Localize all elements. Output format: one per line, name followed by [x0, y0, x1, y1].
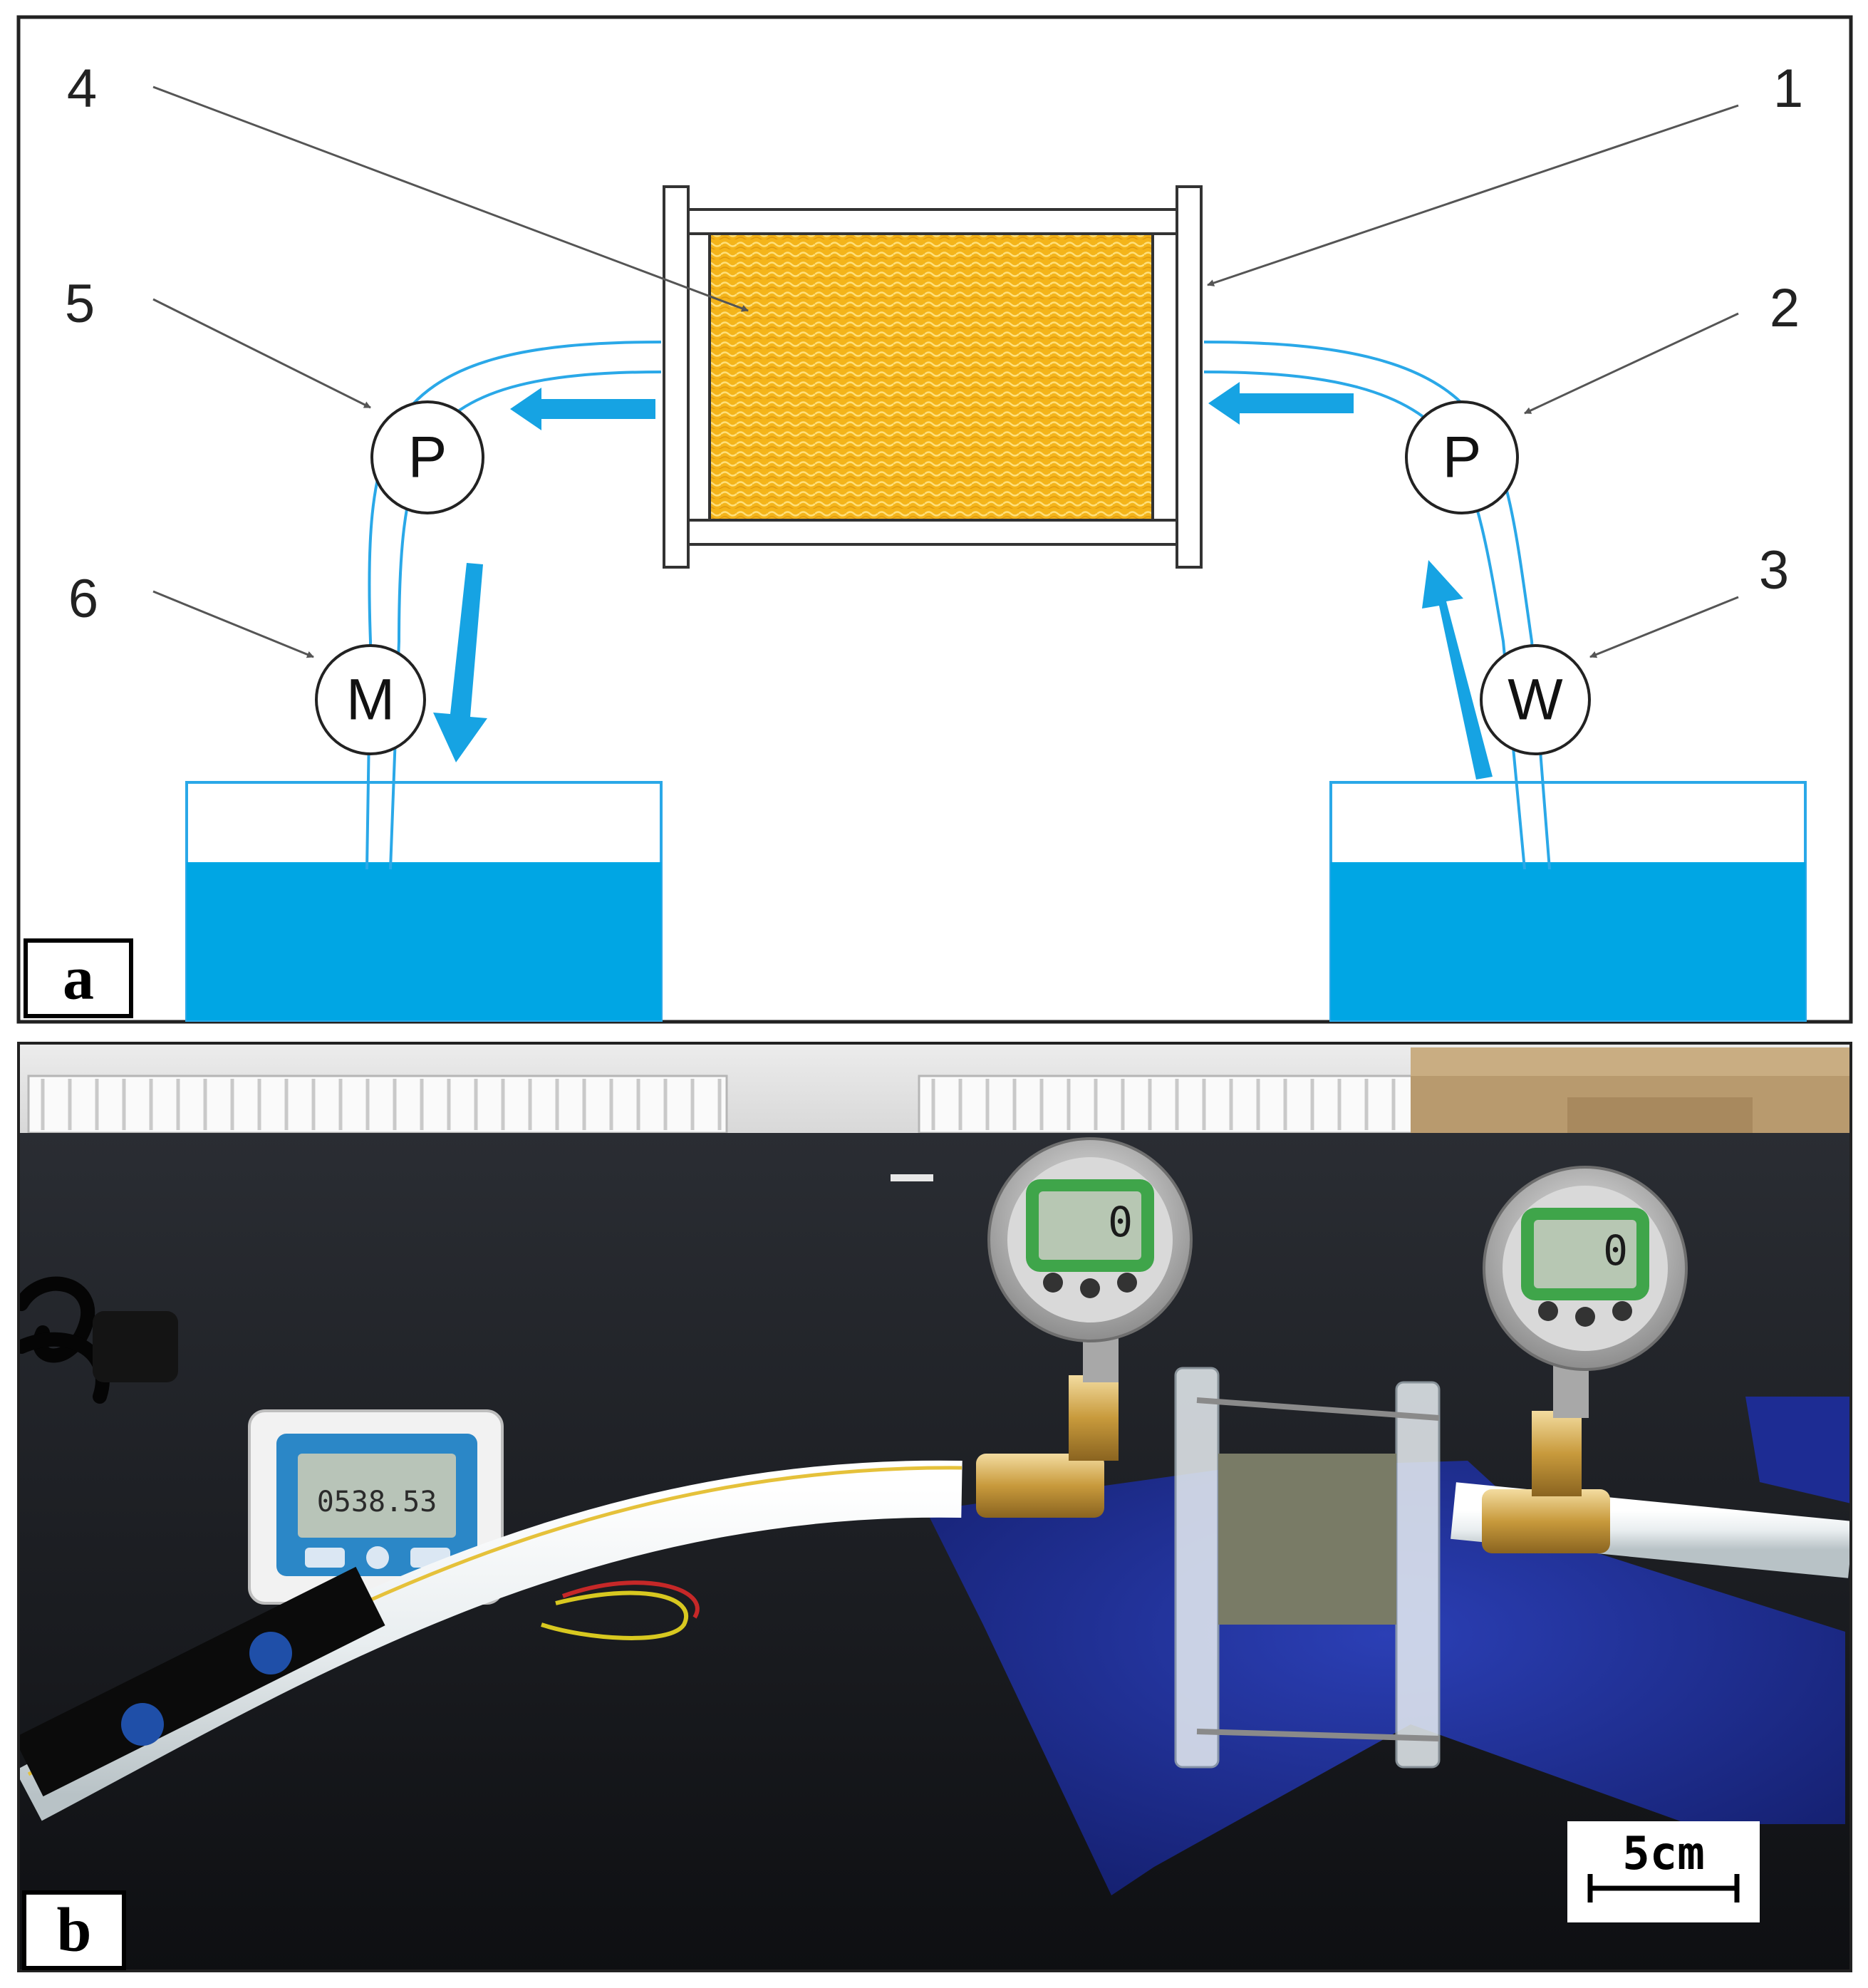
radiator-right-fins — [931, 1079, 1396, 1130]
top-rod — [687, 208, 1178, 235]
callout-4: 4 — [67, 58, 97, 119]
callout-line-4 — [152, 86, 749, 312]
bottom-rod — [687, 519, 1178, 546]
gauge-left-reading: 0 — [1108, 1198, 1133, 1246]
brass-tee-left — [976, 1454, 1104, 1518]
ultrasonic-flowmeter: 0538.53 — [248, 1409, 504, 1605]
gauge-right-reading: 0 — [1603, 1226, 1628, 1275]
water-source: W — [1480, 644, 1591, 755]
radiator-right — [918, 1075, 1419, 1134]
bench-reflection — [891, 1174, 933, 1181]
flowmeter-reading: 0538.53 — [317, 1486, 437, 1518]
scale-bar: 5cm — [1567, 1821, 1760, 1922]
right-pump-label: P — [1443, 425, 1482, 490]
arrow-up-right — [1422, 560, 1493, 780]
soil-core — [1218, 1454, 1396, 1625]
left-pump-label: P — [408, 425, 447, 490]
callout-5: 5 — [65, 274, 95, 334]
callout-6: 6 — [68, 569, 98, 629]
acrylic-sample-cell — [1174, 1367, 1441, 1769]
flowmeter-label: M — [346, 668, 395, 732]
tie-rod-top — [1196, 1397, 1440, 1421]
panel-b-border — [17, 1042, 1852, 1972]
callout-lines — [152, 86, 1739, 658]
arrow-in-right — [1208, 382, 1354, 425]
radiator-left-fins — [41, 1079, 722, 1130]
plug — [93, 1311, 178, 1382]
gauge-left-lcd — [1039, 1191, 1141, 1260]
left-end-plate — [663, 185, 690, 569]
right-pump: P — [1405, 400, 1519, 514]
panel-a-letter-box: a — [24, 938, 133, 1018]
water-source-label: W — [1508, 668, 1563, 732]
flowmeter-button-1 — [305, 1548, 345, 1568]
sensor-cap-1 — [121, 1703, 164, 1746]
radiator-left — [27, 1075, 728, 1134]
callout-1: 1 — [1773, 58, 1803, 119]
inlet-reservoir — [1329, 781, 1807, 1022]
flowmeter: M — [315, 644, 426, 755]
sample-holder — [663, 185, 1203, 569]
flowmeter-lcd — [298, 1454, 456, 1538]
panel-b-letter: b — [57, 1896, 92, 1965]
cloth-corner — [1745, 1397, 1851, 1503]
tie-rod-bottom — [1196, 1729, 1440, 1741]
callout-line-3 — [1589, 596, 1739, 658]
panel-a-letter: a — [63, 944, 94, 1013]
callout-line-5 — [152, 298, 371, 409]
callout-line-2 — [1524, 312, 1739, 415]
blue-cloth — [926, 1461, 1845, 1895]
soil-sample — [708, 232, 1154, 522]
panel-a: P P M W 4 1 5 2 6 3 — [16, 15, 1853, 1024]
brass-riser-left — [1069, 1375, 1119, 1461]
panel-b: 0538.53 — [17, 1042, 1852, 1972]
outlet-reservoir — [185, 781, 663, 1022]
flow-arrows — [433, 382, 1493, 780]
flowmeter-button-2 — [366, 1546, 389, 1569]
brass-riser-right — [1532, 1411, 1582, 1496]
yellow-wire — [541, 1590, 688, 1640]
callout-line-6 — [152, 590, 314, 658]
sensor-cap-2 — [249, 1632, 292, 1674]
callout-line-1 — [1207, 104, 1739, 286]
red-wire — [561, 1580, 700, 1619]
gauge-right-lcd — [1534, 1220, 1636, 1288]
arrow-down-left — [433, 563, 487, 762]
ultrasonic-sensor — [19, 1566, 385, 1797]
pressure-gauge-left: 0 — [987, 1137, 1193, 1342]
callout-2: 2 — [1770, 278, 1800, 338]
scale-bar-label: 5cm — [1622, 1828, 1705, 1880]
callout-3: 3 — [1759, 540, 1789, 601]
arrow-out-left — [510, 388, 655, 430]
brass-tee-right — [1482, 1489, 1610, 1553]
pressure-gauge-right: 0 — [1483, 1166, 1688, 1371]
right-end-plate — [1176, 185, 1203, 569]
left-pump: P — [370, 400, 484, 514]
panel-b-letter-box: b — [22, 1890, 126, 1970]
